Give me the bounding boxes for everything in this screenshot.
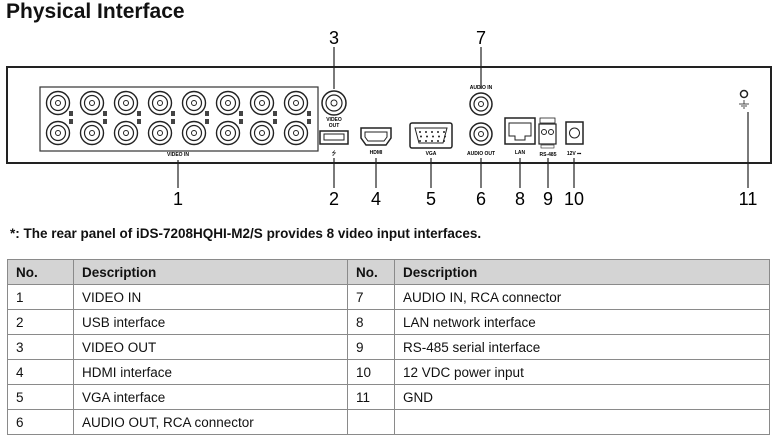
cell-description: 12 VDC power input [394,359,770,385]
cell-no: 7 [347,284,395,310]
table-row: 5 VGA interface 11 GND [7,384,770,410]
video-in-connectors [45,90,311,146]
cell-no [347,409,395,435]
vga-port [409,122,453,149]
bnc-connector [249,119,277,146]
table-row: 2 USB interface 8 LAN network interface [7,309,770,335]
bnc-connector [181,119,209,146]
cell-description: USB interface [73,309,348,335]
bnc-connector [79,119,107,146]
bnc-connector [249,90,277,116]
bnc-connector [113,119,141,146]
table-row: 4 HDMI interface 10 12 VDC power input [7,359,770,385]
video-out-connector [321,90,347,116]
label-video-in: VIDEO IN [167,152,189,158]
callout-number-2: 2 [329,189,339,209]
label-video-out-2: OUT [329,123,340,129]
table-row: 3 VIDEO OUT 9 RS-485 serial interface [7,334,770,360]
cell-description: VIDEO IN [73,284,348,310]
bnc-connector [45,119,73,146]
header-description-1: Description [73,259,348,285]
cell-no: 8 [347,309,395,335]
cell-no: 6 [7,409,74,435]
page-title: Physical Interface [6,0,185,23]
callout-number-6: 6 [476,189,486,209]
bnc-connector [147,90,175,116]
header-no-2: No. [347,259,395,285]
usb-port [319,130,349,145]
cell-no: 10 [347,359,395,385]
cell-description: GND [394,384,770,410]
label-hdmi: HDMI [370,150,383,156]
lan-port [504,117,536,145]
cell-no: 3 [7,334,74,360]
ground-terminal [739,89,749,109]
rs485-terminal [538,117,557,149]
callout-number-7: 7 [476,28,486,48]
label-12v: 12V ⎓ [567,151,581,157]
cell-no: 5 [7,384,74,410]
table-header-row: No. Description No. Description [7,259,770,285]
cell-no: 11 [347,384,395,410]
cell-no: 1 [7,284,74,310]
note-text: *: The rear panel of iDS-7208HQHI-M2/S p… [10,226,482,241]
interface-table: No. Description No. Description 1 VIDEO … [7,259,770,435]
dc-power-input [565,121,584,145]
callout-number-5: 5 [426,189,436,209]
hdmi-port [360,127,392,146]
header-description-2: Description [394,259,770,285]
header-no-1: No. [7,259,74,285]
table-row: 1 VIDEO IN 7 AUDIO IN, RCA connector [7,284,770,310]
callout-number-10: 10 [564,189,584,209]
bnc-connector [181,90,209,116]
label-audio-out: AUDIO OUT [467,151,495,157]
cell-no: 2 [7,309,74,335]
cell-description: LAN network interface [394,309,770,335]
cell-description: AUDIO OUT, RCA connector [73,409,348,435]
cell-description [394,409,770,435]
callout-number-11: 11 [739,189,758,209]
cell-description: VGA interface [73,384,348,410]
bnc-connector [45,90,73,116]
bnc-connector [215,119,243,146]
rear-panel-outline [6,66,772,164]
cell-description: AUDIO IN, RCA connector [394,284,770,310]
audio-out-connector [469,122,493,146]
bnc-connector [283,119,311,146]
label-vga: VGA [426,151,437,157]
table-row: 6 AUDIO OUT, RCA connector [7,409,770,435]
cell-description: HDMI interface [73,359,348,385]
cell-no: 9 [347,334,395,360]
usb-icon: ⭍ [332,149,337,157]
bnc-connector [215,90,243,116]
callout-number-4: 4 [371,189,381,209]
label-video-out-1: VIDEO [326,117,342,123]
rear-panel-diagram: VIDEO IN VIDEO OUT ⭍ HDMI VGA AUDIO IN A… [6,28,772,209]
callout-number-9: 9 [543,189,553,209]
label-rs485: RS-485 [540,152,557,158]
bnc-connector [79,90,107,116]
cell-no: 4 [7,359,74,385]
callout-number-1: 1 [173,189,183,209]
video-in-group [39,86,319,152]
audio-in-connector [469,92,493,116]
label-lan: LAN [515,150,526,156]
callout-number-3: 3 [329,28,339,48]
bnc-connector [147,119,175,146]
cell-description: VIDEO OUT [73,334,348,360]
bnc-connector [283,90,311,116]
bnc-connector [113,90,141,116]
cell-description: RS-485 serial interface [394,334,770,360]
callout-number-8: 8 [515,189,525,209]
